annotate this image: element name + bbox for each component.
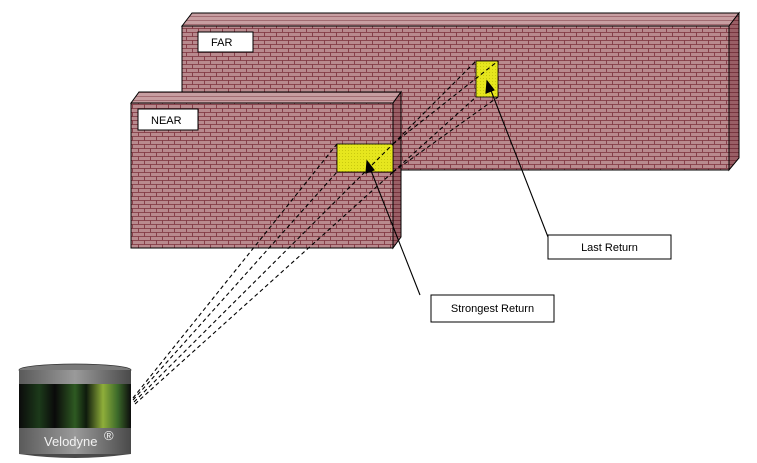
beam-line (392, 60, 477, 145)
far-label: FAR (211, 37, 232, 49)
near-wall-top-face (130, 91, 402, 104)
near-label: NEAR (151, 115, 182, 127)
near-label-box: NEAR (137, 108, 199, 131)
sensor-brand-logo: Velodyne (44, 434, 98, 449)
strongest-return-pointer (369, 167, 421, 296)
sensor-base (19, 428, 131, 454)
callout-arrows (365, 79, 549, 296)
beam-line (132, 143, 338, 399)
far-label-frame (197, 31, 254, 53)
velodyne-sensor: Velodyne ® (18, 363, 132, 458)
last-return-arrowhead (485, 79, 495, 94)
near-wall-side-face (392, 90, 402, 250)
strongest-return-arrowhead (365, 159, 375, 174)
beam-line (392, 96, 477, 173)
last-return-pointer (489, 87, 549, 238)
sensor-lens-window (19, 384, 131, 428)
near-wall (130, 90, 402, 250)
last-return-label: Last Return (581, 242, 638, 254)
strongest-return-label-box: Strongest Return (430, 294, 555, 323)
strongest-return-label: Strongest Return (451, 303, 534, 315)
far-wall-top-face (180, 12, 741, 27)
laser-beams (132, 60, 499, 405)
beam-line (134, 171, 394, 405)
beam-line (132, 171, 338, 401)
strongest-return-label-frame (430, 294, 555, 323)
far-wall-side-face (728, 11, 740, 172)
sensor-upper-band (19, 370, 131, 384)
sensor-base-curve (19, 454, 131, 458)
sensor-brand-mark: ® (104, 428, 114, 443)
strongest-return-target (336, 143, 394, 173)
last-return-label-box: Last Return (547, 234, 672, 260)
beam-line (133, 143, 394, 403)
last-return-label-frame (547, 234, 672, 260)
near-label-frame (137, 108, 199, 131)
beam-line (392, 60, 499, 145)
far-label-box: FAR (197, 31, 254, 53)
beam-line (392, 96, 499, 173)
